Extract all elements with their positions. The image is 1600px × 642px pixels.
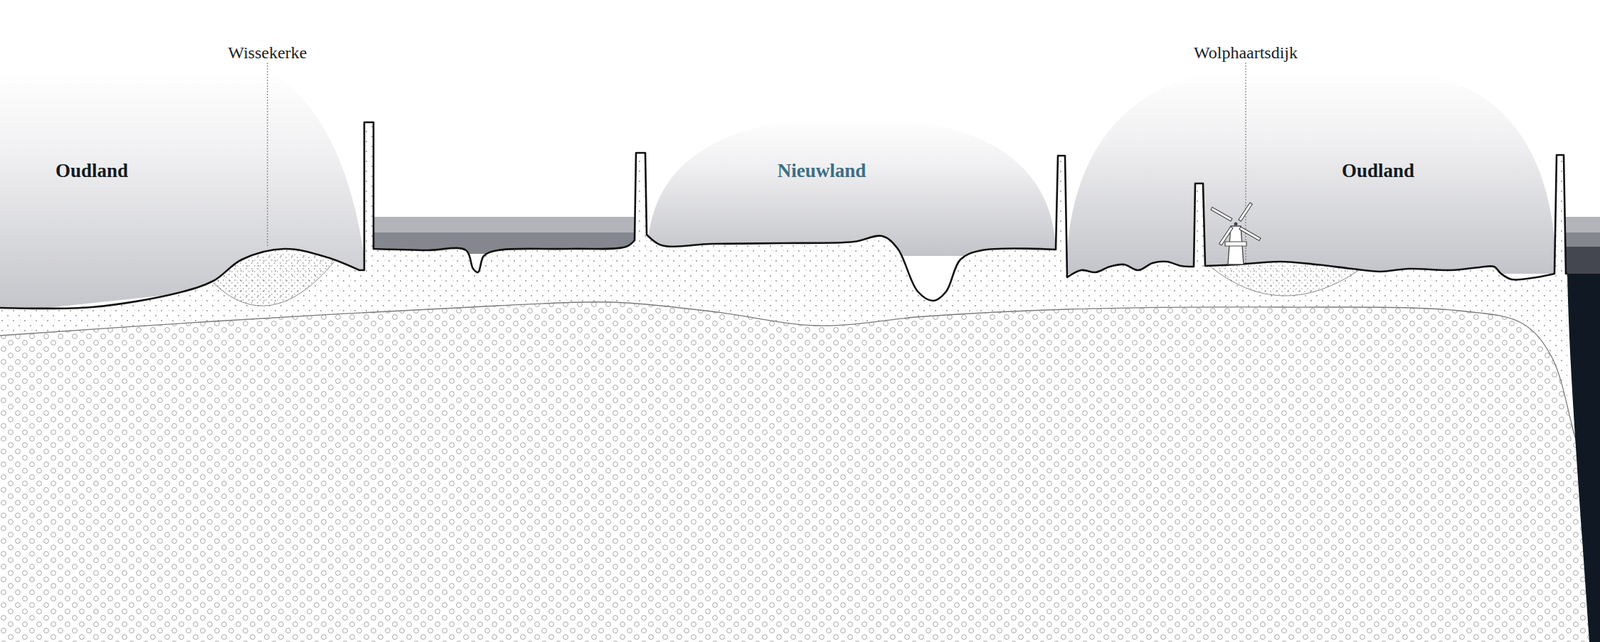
water-band	[1564, 246, 1600, 276]
place-name: Wissekerke	[228, 43, 308, 63]
channel	[1567, 273, 1600, 642]
water-band	[1564, 216, 1600, 234]
water-band	[373, 216, 635, 234]
windmill	[1210, 202, 1261, 265]
region-shade	[647, 117, 1056, 257]
surface-line	[0, 122, 1568, 309]
pleistocene-base	[0, 302, 1594, 642]
region-shade	[1066, 71, 1556, 274]
creek-ridge	[213, 253, 335, 306]
creek-ridge-line	[1209, 266, 1359, 296]
region-name: Nieuwland	[777, 160, 867, 183]
water-band	[1564, 232, 1600, 248]
leader-line	[267, 62, 269, 248]
place-name: Wolphaartsdijk	[1193, 43, 1298, 63]
creek-ridge-line	[213, 261, 335, 306]
region-name: Oudland	[55, 160, 129, 183]
region-shade	[0, 71, 367, 314]
layer-boundary	[0, 302, 1594, 642]
pleistocene-sand	[0, 302, 1594, 642]
region-name: Oudland	[1341, 160, 1415, 183]
